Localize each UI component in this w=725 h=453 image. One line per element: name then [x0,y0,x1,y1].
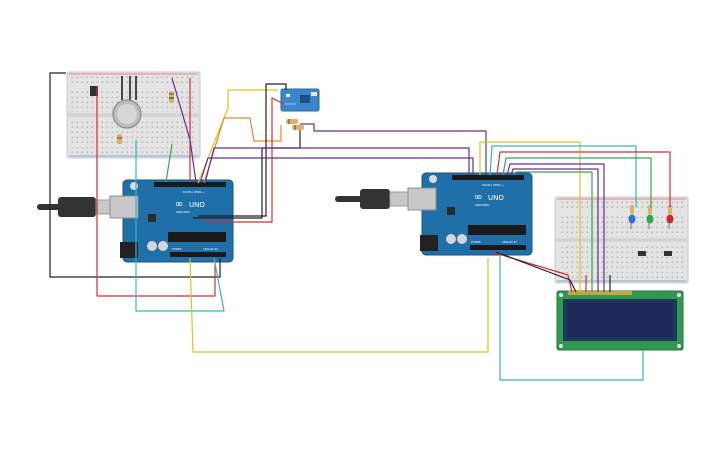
transistors-right [638,251,672,256]
led-blue [628,214,636,229]
wire-orange-left [203,117,282,184]
wire-green-left [165,143,173,183]
board-logo-left: UNO [189,201,205,209]
wires [49,72,671,381]
led-red [666,214,674,229]
header-digital-right: DIGITAL (PWM~) [482,183,504,187]
wire-yellow-cross [189,257,489,353]
wire-purple-wifi [300,123,487,175]
wire-yellow-left [197,89,278,184]
arduino-uno-right: ∞ UNO ARDUINO DIGITAL (PWM~) POWER ANALO… [407,172,533,256]
header-analog-left: ANALOG IN [203,247,217,251]
wire-cyan-right [489,145,637,207]
resistors-right [630,205,672,214]
header-digital-left: DIGITAL (PWM~) [183,190,205,194]
board-brand-left: ARDUINO [176,210,191,214]
wire-purple-cross-1 [199,157,474,184]
ultrasonic-sensor [112,76,142,129]
wire-purple-left [171,77,197,183]
wire-cyan-left [135,140,225,312]
board-logo-right: UNO [488,194,504,202]
resistor-wifi-1 [286,119,298,124]
lcd-display [556,290,684,351]
resistor-left-2 [117,134,122,144]
arduino-uno-left: ∞ UNO ARDUINO DIGITAL (PWM~) POWER ANALO… [109,179,234,263]
breadboard-right [554,196,689,284]
usb-cable-left [37,197,115,217]
resistor-wifi-2 [292,125,304,130]
header-power-right: POWER [471,240,481,244]
wire-purple-lcd-1 [506,163,605,292]
wifi-module [280,88,320,112]
wire-yellow-right [479,141,581,292]
wire-black-left [49,72,221,278]
logo-infinity-right: ∞ [474,192,482,203]
wire-purple-lcd-2 [510,168,599,292]
wire-purple-cross-2 [204,147,470,184]
board-brand-right: ARDUINO [475,203,490,207]
wire-green-lcd [513,171,593,292]
wire-red-left [96,86,216,297]
resistor-left-1 [169,91,174,103]
wire-red-wifi [205,97,285,223]
button-component [90,86,98,96]
wire-green-right [502,157,652,207]
usb-cable-right [335,189,411,209]
logo-infinity-left: ∞ [175,199,183,210]
header-power-left: POWER [172,247,182,251]
wire-red-right [496,151,671,207]
wire-cyan-lcd [499,252,644,381]
header-analog-right: ANALOG IN [502,240,516,244]
led-green [646,214,654,229]
wire-black-wifi [198,83,287,217]
wire-black-lcd [495,251,577,293]
